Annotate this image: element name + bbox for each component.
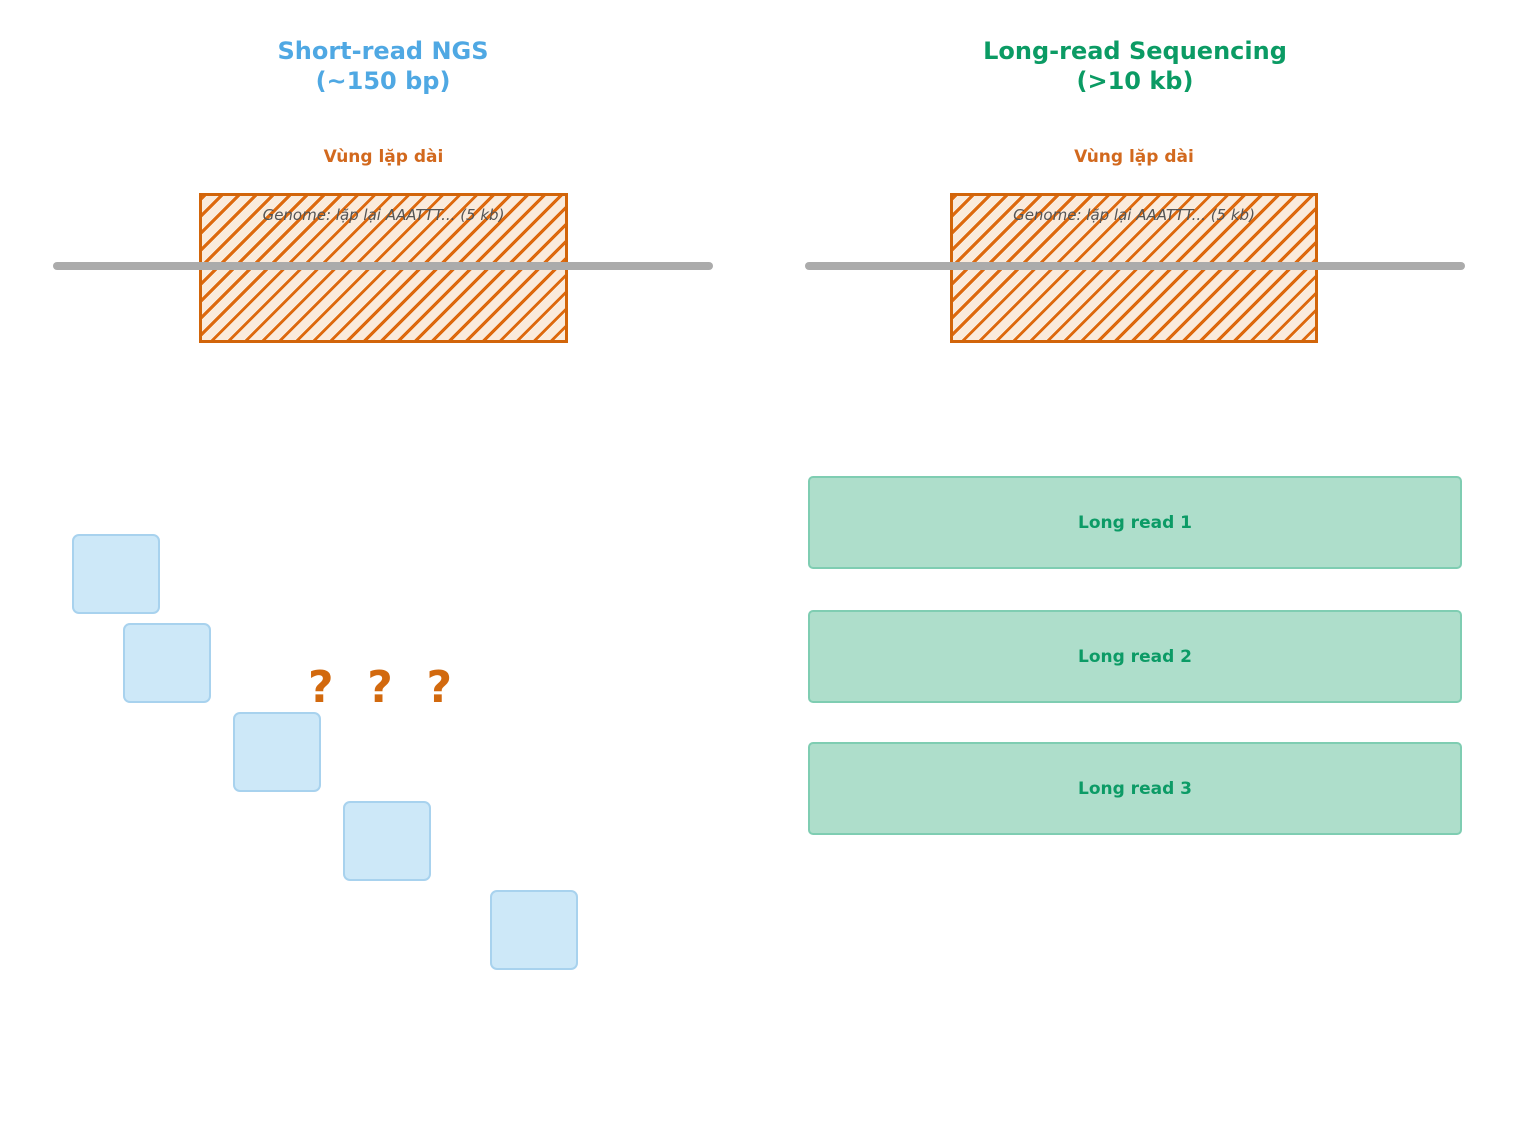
long-read-1: Long read 1	[808, 476, 1462, 569]
short-read-title-line1: Short-read NGS	[277, 37, 489, 65]
long-read-3-label: Long read 3	[1077, 778, 1192, 799]
short-read-4	[343, 801, 431, 881]
question-mark: ?	[308, 662, 334, 713]
question-mark: ?	[367, 662, 393, 713]
long-read-1-label: Long read 1	[1077, 512, 1192, 533]
question-mark: ?	[426, 662, 452, 713]
long-read-title-line2: (>10 kb)	[1076, 67, 1194, 95]
genome-line-left	[53, 262, 713, 270]
long-read-title-line1: Long-read Sequencing	[983, 37, 1287, 65]
short-read-5	[490, 890, 578, 970]
short-read-1	[72, 534, 160, 614]
long-read-panel-title: Long-read Sequencing (>10 kb)	[935, 36, 1335, 96]
short-read-title-line2: (~150 bp)	[315, 67, 451, 95]
genome-annotation-right: Genome: lặp lại AAATTT... (5 kb)	[1013, 206, 1255, 224]
short-read-panel-title: Short-read NGS (~150 bp)	[183, 36, 583, 96]
long-read-2-label: Long read 2	[1077, 646, 1192, 667]
genome-annotation-left: Genome: lặp lại AAATTT... (5 kb)	[262, 206, 505, 224]
repeat-region-label-left: Vùng lặp dài	[323, 147, 444, 167]
genome-line-right	[805, 262, 1465, 270]
short-read-3	[233, 712, 321, 792]
unresolved-question-marks: ? ? ?	[308, 662, 452, 714]
long-read-3: Long read 3	[808, 742, 1462, 835]
long-read-2: Long read 2	[808, 610, 1462, 703]
repeat-region-label-right: Vùng lặp dài	[1074, 147, 1194, 167]
short-read-2	[123, 623, 211, 703]
